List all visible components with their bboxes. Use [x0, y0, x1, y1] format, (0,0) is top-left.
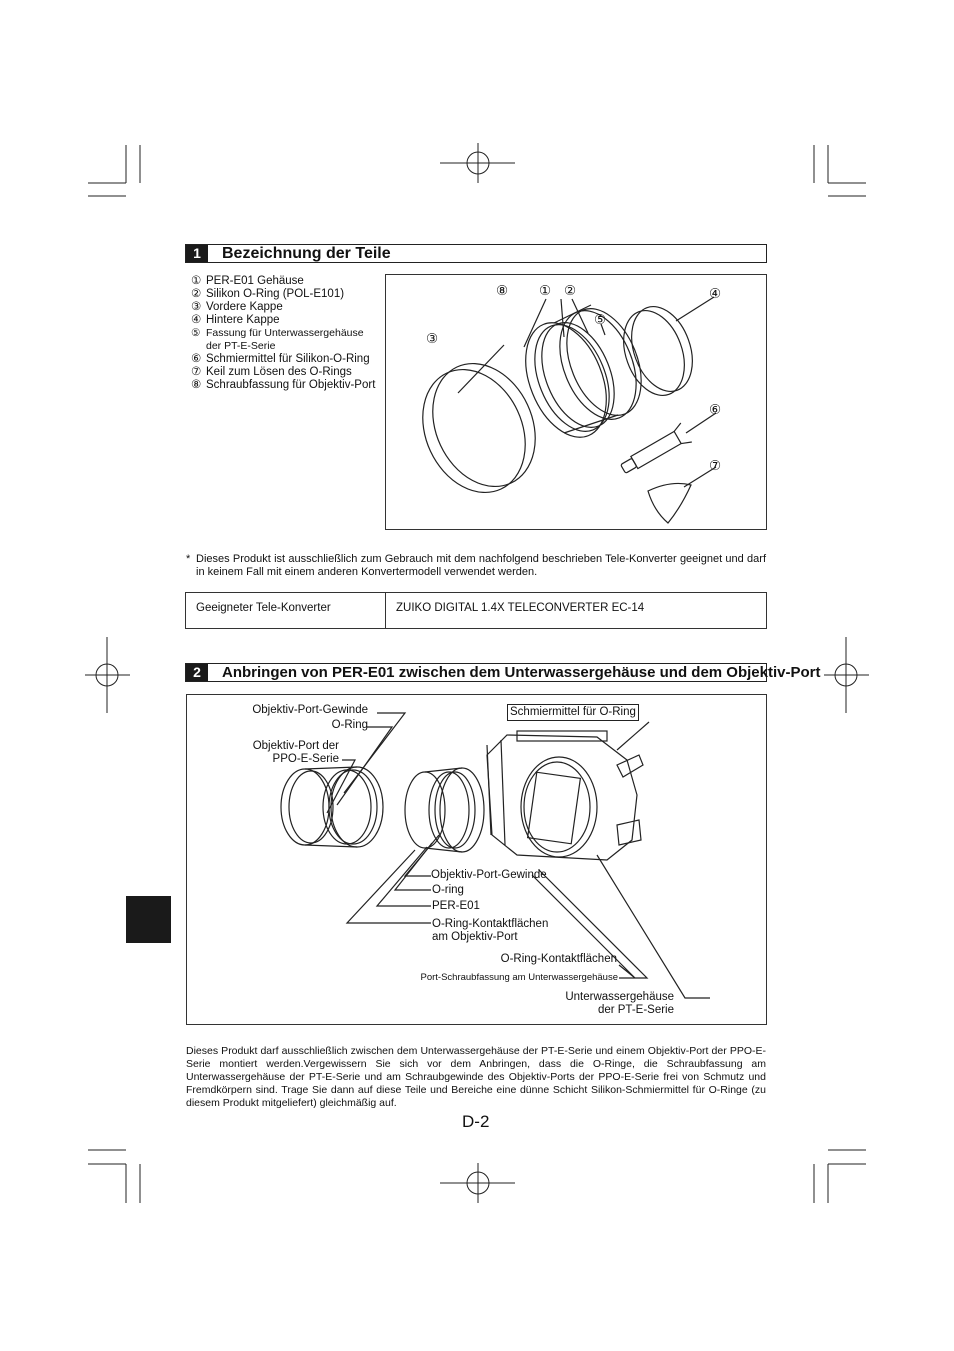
converter-label: Geeigneter Tele-Konverter [196, 602, 331, 614]
section-1-number: 1 [186, 245, 208, 262]
label-o-ring-kontaktflaechen: O-Ring-Kontaktflächen [432, 918, 549, 930]
callout-5: ⑤ [594, 312, 607, 327]
note-star: * [186, 553, 191, 565]
note-text: Dieses Produkt ist ausschließlich zum Ge… [196, 553, 766, 578]
page-number: D-2 [462, 1112, 490, 1131]
label-o-ring-kontaktflaechen-2: O-Ring-Kontaktflächen [500, 953, 617, 965]
label-o-ring: O-Ring [331, 719, 368, 731]
callout-2: ② [564, 283, 577, 298]
callout-4: ④ [709, 286, 722, 301]
section-2-title: Anbringen von PER-E01 zwischen dem Unter… [222, 664, 821, 681]
assembly-diagram: Objektiv-Port-Gewinde O-Ring Objektiv-Po… [186, 694, 767, 1025]
label-objektiv-port-gewinde-2: Objektiv-Port-Gewinde [431, 869, 547, 881]
label-ppo-e-serie: PPO-E-Serie [272, 753, 339, 765]
table-divider [385, 593, 386, 628]
parts-illustration [422, 296, 717, 524]
section-2-number: 2 [186, 664, 208, 681]
assembly-illustration [280, 712, 710, 999]
label-schmiermittel: Schmiermittel für O-Ring [507, 704, 639, 721]
label-objektiv-port-der: Objektiv-Port der [252, 740, 339, 752]
label-per-e01: PER-E01 [432, 900, 480, 912]
section-1-header: 1 Bezeichnung der Teile [185, 244, 767, 263]
label-der-pt-e-serie: der PT-E-Serie [597, 1004, 674, 1016]
callout-6: ⑥ [709, 402, 722, 417]
label-o-ring-2: O-ring [432, 884, 464, 896]
callout-3: ③ [426, 331, 439, 346]
converter-value: ZUIKO DIGITAL 1.4X TELECONVERTER EC-14 [396, 602, 645, 614]
callout-1: ① [539, 283, 552, 298]
label-objektiv-port-gewinde: Objektiv-Port-Gewinde [252, 704, 368, 716]
parts-diagram: ⑧ ① ② ④ ⑤ ③ ⑥ ⑦ [385, 274, 767, 530]
section-2-header: 2 Anbringen von PER-E01 zwischen dem Unt… [185, 663, 820, 682]
instruction-paragraph: Dieses Produkt darf ausschließlich zwisc… [186, 1045, 766, 1109]
callout-8: ⑧ [496, 283, 509, 298]
callout-7: ⑦ [709, 458, 722, 473]
label-unterwassergehaeuse: Unterwassergehäuse [565, 991, 674, 1003]
converter-table: Geeigneter Tele-Konverter ZUIKO DIGITAL … [185, 592, 767, 629]
label-am-objektiv-port: am Objektiv-Port [432, 931, 518, 943]
section-1-title: Bezeichnung der Teile [222, 245, 391, 262]
label-port-schraubfassung: Port-Schraubfassung am Unterwassergehäus… [420, 972, 619, 983]
part-item-continuation: der PT-E-Serie [206, 340, 276, 352]
chapter-tab [126, 896, 171, 943]
